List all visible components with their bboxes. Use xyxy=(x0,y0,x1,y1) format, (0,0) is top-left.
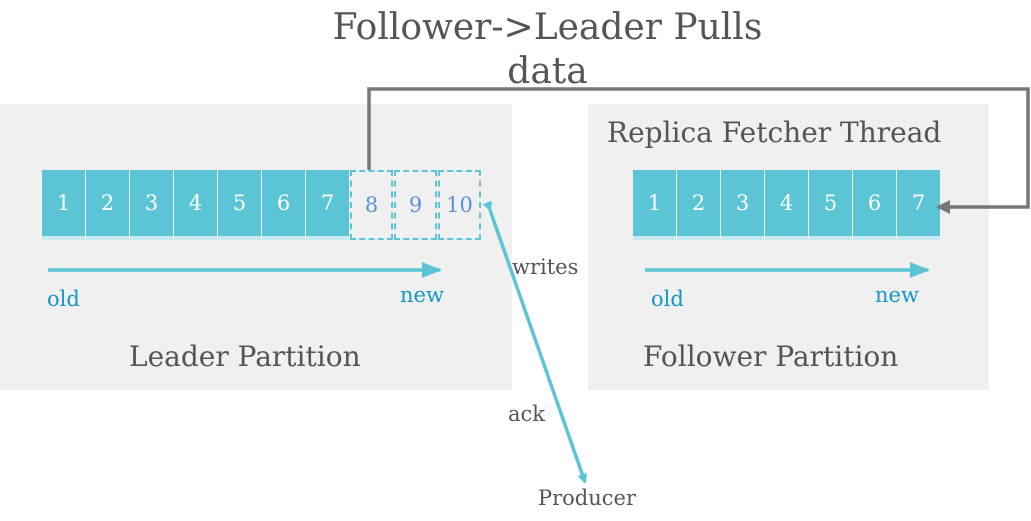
follower-partition-label: Follower Partition xyxy=(643,340,899,373)
pull-connector xyxy=(367,87,1030,214)
leader-cell-8-pending: 8 xyxy=(350,170,393,240)
leader-cell-10-pending: 10 xyxy=(438,170,481,240)
leader-new-label: new xyxy=(400,283,444,307)
follower-cell-5: 5 xyxy=(809,170,852,240)
leader-old-label: old xyxy=(47,287,80,311)
leader-cell-5: 5 xyxy=(218,170,261,240)
producer-writes-ack-arrow xyxy=(482,200,588,484)
replica-fetcher-thread-label: Replica Fetcher Thread xyxy=(607,116,942,149)
follower-cell-2: 2 xyxy=(677,170,720,240)
follower-cell-6: 6 xyxy=(853,170,896,240)
follower-cell-7: 7 xyxy=(897,170,940,240)
follower-cell-1: 1 xyxy=(633,170,676,240)
follower-new-label: new xyxy=(875,283,919,307)
leader-cell-1: 1 xyxy=(42,170,85,240)
follower-cell-3: 3 xyxy=(721,170,764,240)
leader-partition-label: Leader Partition xyxy=(129,340,361,373)
leader-cell-6: 6 xyxy=(262,170,305,240)
diagram-title: Follower->Leader Pulls data xyxy=(332,7,763,92)
follower-partition-panel xyxy=(588,104,989,390)
leader-cell-4: 4 xyxy=(174,170,217,240)
leader-cell-3: 3 xyxy=(130,170,173,240)
follower-old-label: old xyxy=(651,287,684,311)
leader-partition-panel xyxy=(0,104,512,390)
leader-cell-2: 2 xyxy=(86,170,129,240)
writes-label: writes xyxy=(512,255,579,279)
producer-label: Producer xyxy=(538,486,637,510)
leader-cell-7: 7 xyxy=(306,170,349,240)
leader-log-cells: 1 2 3 4 5 6 7 8 9 10 xyxy=(42,170,482,240)
leader-cell-9-pending: 9 xyxy=(394,170,437,240)
follower-cell-4: 4 xyxy=(765,170,808,240)
follower-log-cells: 1 2 3 4 5 6 7 xyxy=(633,170,941,240)
ack-label: ack xyxy=(508,402,546,426)
